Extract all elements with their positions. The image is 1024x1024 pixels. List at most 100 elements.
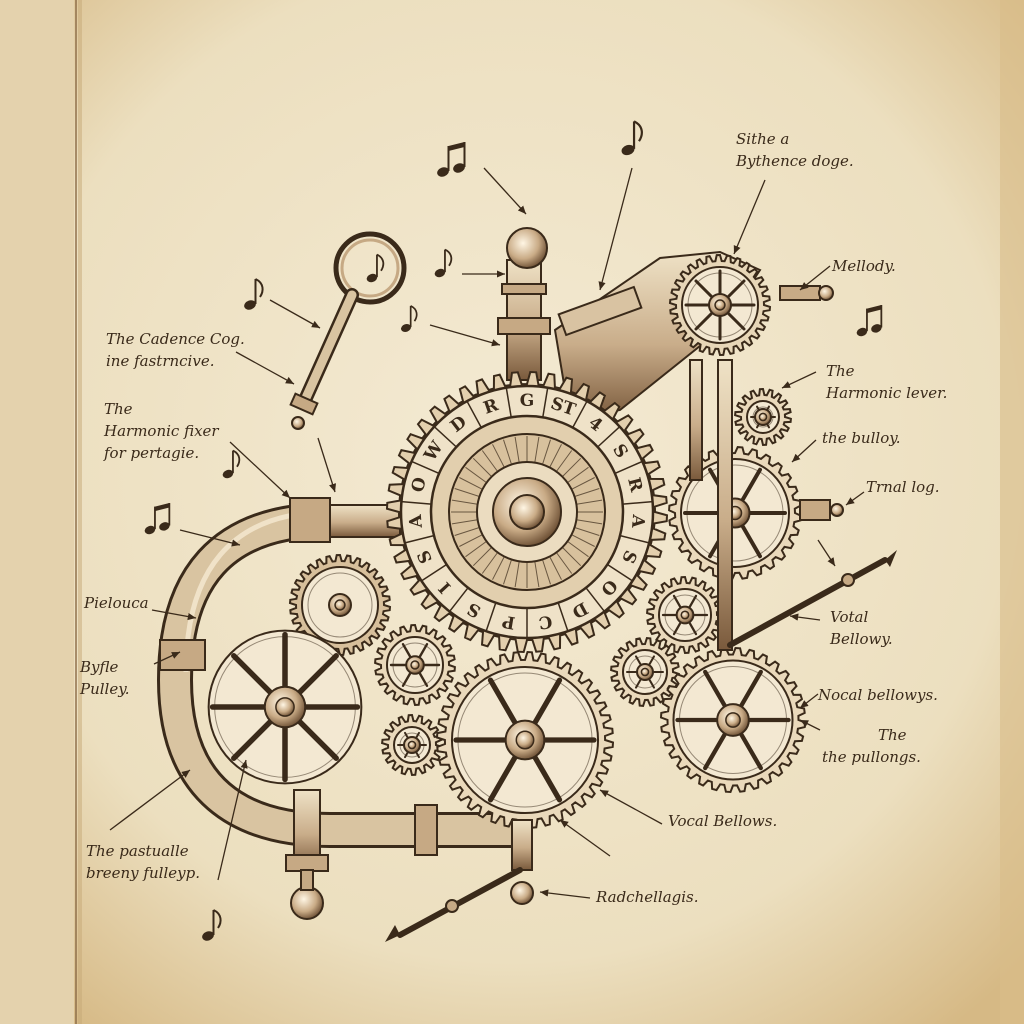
label-cadence-cog: The Cadence Cog. ine fastrncive. xyxy=(106,328,245,372)
cipher-glyph: G xyxy=(520,391,535,411)
leader-line xyxy=(799,719,821,731)
label-trnal-log-line1: Trnal log. xyxy=(866,478,940,496)
label-cadence-cog-line2: ine fastrncive. xyxy=(106,352,215,370)
right-page-edge xyxy=(1000,0,1024,1024)
label-byfle-pulley-line2: Pulley. xyxy=(80,680,130,698)
label-the-pullongs: The the pullongs. xyxy=(822,724,921,768)
label-byfle-pulley: Byfle Pulley. xyxy=(80,656,129,700)
label-votal-bellows-line2: Bellowy. xyxy=(830,630,893,648)
music-note-icon xyxy=(437,142,466,177)
label-radchellagis: Radchellagis. xyxy=(596,886,699,908)
leader-line xyxy=(235,351,295,385)
label-nocal-bellows: Nocal bellowys. xyxy=(818,684,938,706)
finial-column xyxy=(497,227,551,381)
left-spoked-wheel xyxy=(207,629,363,785)
music-note-icon xyxy=(856,304,883,337)
music-note-icon xyxy=(222,449,241,479)
small-connector-gear xyxy=(646,575,724,655)
label-bulloy-line1: the bulloy. xyxy=(822,429,901,447)
wand-right xyxy=(727,550,897,648)
cipher-glyph: A xyxy=(406,513,427,530)
cipher-glyph: C xyxy=(537,611,554,633)
music-note-icon xyxy=(434,248,453,278)
label-votal-bellows: Votal Bellowy. xyxy=(830,606,893,650)
leader-line xyxy=(109,769,191,831)
label-vocal-bellows: Vocal Bellows. xyxy=(668,810,777,832)
label-trnal-log: Trnal log. xyxy=(866,476,940,498)
leader-line xyxy=(179,529,241,547)
label-pastualle-line1: The pastualle xyxy=(86,842,189,860)
cipher-glyph: A xyxy=(627,513,648,530)
label-nocal-bellows-line1: Nocal bellowys. xyxy=(818,686,938,704)
label-melody: Mellody. xyxy=(832,255,896,277)
label-top-right-line2: Bythence doge. xyxy=(736,152,854,170)
leader-line xyxy=(317,437,337,493)
label-top-right-line1: Sithe a xyxy=(736,130,790,148)
leader-line xyxy=(599,789,663,825)
leader-line xyxy=(733,179,766,255)
small-right-wheel xyxy=(734,387,792,447)
leader-line xyxy=(791,439,817,463)
bottom-stem-center xyxy=(510,819,534,905)
label-pastualle-line2: breeny fulleyp. xyxy=(86,864,200,882)
label-pielouca-line1: Pielouca xyxy=(84,594,149,612)
label-harmonic-fixer-line3: for pertagie. xyxy=(104,444,200,462)
leader-line xyxy=(229,441,291,499)
cipher-glyph: P xyxy=(501,611,517,633)
label-bulloy: the bulloy. xyxy=(822,427,900,449)
wand-lower-left xyxy=(385,867,523,942)
leader-line xyxy=(153,651,181,665)
curved-pipe xyxy=(156,497,520,856)
label-harmonic-fixer: The Harmonic fixer for pertagie. xyxy=(104,398,219,464)
upper-right-wheel xyxy=(668,253,772,357)
right-gear xyxy=(668,446,802,580)
bottom-stem-left xyxy=(285,789,329,920)
leader-line xyxy=(483,167,527,215)
label-harmonic-lever: The Harmonic lever. xyxy=(826,360,947,404)
small-inner-gear xyxy=(374,623,456,707)
music-note-icon xyxy=(244,278,264,310)
leader-lines xyxy=(109,167,865,899)
right-rods xyxy=(689,359,844,651)
small-lower-right-gear xyxy=(610,637,680,707)
gear-cluster xyxy=(207,253,807,830)
label-the-pullongs-line1: The xyxy=(878,726,907,744)
leader-line xyxy=(269,299,321,329)
leader-line xyxy=(799,693,819,709)
label-the-pullongs-line2: the pullongs. xyxy=(822,748,921,766)
leader-line xyxy=(845,491,865,506)
label-harmonic-lever-line1: The xyxy=(826,362,855,380)
leader-line xyxy=(799,265,831,291)
leader-line xyxy=(217,759,248,881)
music-note-icon xyxy=(401,305,418,332)
label-melody-line1: Mellody. xyxy=(832,257,896,275)
leader-line xyxy=(817,539,836,567)
label-top-right: Sithe a Bythence doge. xyxy=(736,128,854,172)
cipher-glyph: R xyxy=(623,475,646,494)
lower-right-gear xyxy=(659,646,807,794)
leader-line xyxy=(789,613,821,621)
label-pastualle: The pastualle breeny fulleyp. xyxy=(86,840,200,884)
leader-line xyxy=(539,889,591,899)
leader-line xyxy=(559,819,611,857)
key-tuning-fork xyxy=(289,231,407,430)
music-note-icon xyxy=(621,120,643,156)
cipher-glyph: O xyxy=(408,475,431,494)
mid-left-gear xyxy=(288,553,392,657)
leader-line xyxy=(429,324,501,347)
label-pielouca: Pielouca xyxy=(84,592,149,614)
label-cadence-cog-line1: The Cadence Cog. xyxy=(106,330,245,348)
label-votal-bellows-line1: Votal xyxy=(830,608,869,626)
label-harmonic-fixer-line2: Harmonic fixer xyxy=(104,422,219,440)
label-harmonic-fixer-line1: The xyxy=(104,400,133,418)
leader-line xyxy=(151,609,197,621)
bottom-center-gear xyxy=(435,650,615,830)
label-byfle-pulley-line1: Byfle xyxy=(80,658,119,676)
music-note-icon xyxy=(202,909,222,941)
label-radchellagis-line1: Radchellagis. xyxy=(596,888,699,906)
music-note-icon xyxy=(366,253,385,283)
music-note-icon xyxy=(144,502,171,535)
